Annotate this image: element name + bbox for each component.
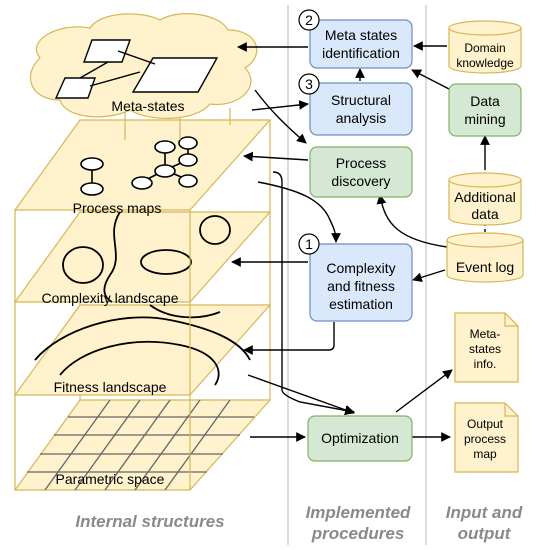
parametric-space-layer: Parametric space [13, 399, 272, 491]
process-map-graph-left [80, 157, 104, 196]
procedure-complexity-fitness: Complexity and fitness estimation 1 [298, 233, 413, 322]
data-mining-box: Data mining [448, 83, 522, 137]
complexity-landscape-layer: Complexity landscape [13, 211, 272, 306]
step-number-1: 1 [305, 236, 313, 252]
meta-states-cloud: Meta-states [30, 13, 258, 119]
stack-frame-front [14, 210, 191, 490]
fitness-contours [34, 304, 251, 386]
process-map-graph-right [131, 136, 198, 190]
data-mining-line1: Data [470, 93, 500, 109]
parametric-grid [27, 399, 254, 491]
step-badge-2 [298, 9, 320, 31]
event-log-cylinder: Event log [446, 232, 524, 283]
step-badge-1 [298, 233, 320, 255]
step-number-3: 3 [305, 76, 313, 92]
complexity-fitness-line3: estimation [329, 296, 393, 312]
structural-analysis-line2: analysis [336, 110, 387, 126]
fitness-landscape-layer: Fitness landscape [13, 304, 272, 396]
output-process-map-document: Output process map [454, 402, 519, 473]
column-title-io-line2: output [458, 524, 512, 543]
meta-states-info-line1: Meta- [470, 327, 501, 341]
domain-knowledge-line2: knowledge [456, 56, 514, 70]
additional-data-line1: Additional [454, 189, 516, 205]
step-number-2: 2 [305, 12, 313, 28]
structural-analysis-line1: Structural [331, 92, 391, 108]
process-discovery-line2: discovery [331, 173, 390, 189]
optimization-label: Optimization [321, 430, 399, 446]
connectors [231, 41, 490, 442]
meta-states-info-document: Meta- states info. [454, 312, 519, 383]
domain-knowledge-line1: Domain [464, 41, 505, 55]
complexity-fitness-line2: and fitness [327, 278, 395, 294]
fitness-landscape-label: Fitness landscape [54, 379, 167, 395]
column-title-procedures-line1: Implemented [306, 503, 411, 522]
meta-states-info-line2: states [469, 342, 501, 356]
process-maps-layer: Process maps [13, 119, 272, 216]
process-maps-label: Process maps [73, 200, 162, 216]
internal-structures: Parametric space Fitness landscape Compl… [13, 13, 272, 491]
output-process-map-line2: process [464, 432, 506, 446]
column-title-procedures-line2: procedures [311, 524, 405, 543]
meta-states-info-line3: info. [474, 357, 497, 371]
column-title-internal: Internal structures [75, 512, 224, 531]
additional-data-cylinder: Additional data [448, 172, 522, 226]
procedure-meta-states-identification: Meta states identification 2 [298, 9, 413, 69]
meta-states-label: Meta-states [111, 98, 184, 114]
step-badge-3 [298, 73, 320, 95]
meta-state-shapes [54, 39, 219, 99]
output-process-map-line3: map [473, 447, 497, 461]
complexity-fitness-line1: Complexity [326, 260, 395, 276]
procedure-structural-analysis: Structural analysis 3 [298, 73, 413, 136]
parametric-space-label: Parametric space [56, 471, 165, 487]
column-title-io-line1: Input and [446, 503, 523, 522]
domain-knowledge-cylinder: Domain knowledge [448, 20, 522, 74]
complexity-landscape-label: Complexity landscape [42, 290, 179, 306]
additional-data-line2: data [471, 206, 498, 222]
procedure-process-discovery: Process discovery [309, 146, 413, 198]
meta-states-identification-line1: Meta states [325, 27, 397, 43]
procedure-optimization: Optimization [307, 415, 413, 462]
data-mining-line2: mining [464, 111, 505, 127]
meta-states-identification-line2: identification [322, 45, 400, 61]
complexity-contours [62, 211, 231, 303]
output-process-map-line1: Output [467, 417, 504, 431]
event-log-label: Event log [456, 259, 514, 275]
process-discovery-line1: Process [336, 155, 387, 171]
